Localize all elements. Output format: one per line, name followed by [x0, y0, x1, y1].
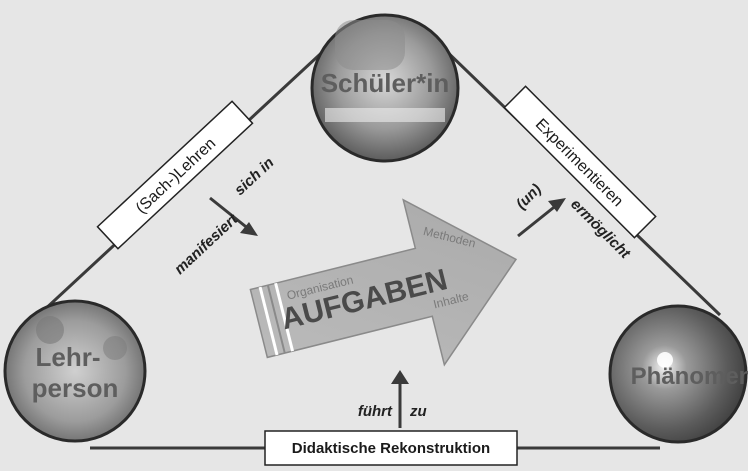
label-zu: zu [409, 403, 427, 420]
edge-box-didaktische-rekonstruktion: Didaktische Rekonstruktion [264, 430, 518, 466]
aufgaben-arrow-stripe-1 [258, 286, 279, 356]
node-phaenomen: Phänomen [608, 304, 748, 444]
arrow-right-connector [517, 198, 566, 238]
node-label-lehrperson-1: Lehr- [36, 342, 101, 372]
label-sich-in: sich in [231, 154, 277, 199]
phaenomen-photo-light [657, 352, 673, 368]
arrow-left-shaft [209, 196, 251, 232]
edge-label-didaktische-rekonstruktion: Didaktische Rekonstruktion [292, 440, 490, 457]
arrow-bottom-head-icon [391, 370, 409, 384]
edge-box-experimentieren-rect [503, 85, 657, 239]
edge-box-didaktische-rect [264, 430, 518, 466]
label-un: (un) [513, 181, 545, 213]
arrow-right-head-icon [548, 198, 566, 212]
node-label-schueler: Schüler*in [321, 68, 450, 98]
phaenomen-photo-circle [608, 304, 748, 444]
edge-label-sach-lehren: (Sach-)Lehren [133, 135, 219, 217]
aufgaben-arrow: AUFGABEN Organisation Methoden Inhalte [249, 198, 518, 367]
aufgaben-arrow-stripe-3 [274, 282, 295, 352]
node-schueler: Schüler*in [310, 13, 460, 163]
lehrperson-photo-head [36, 316, 64, 344]
edge-box-sach-lehren-rect [96, 100, 254, 250]
label-fuehrt: führt [358, 403, 393, 420]
schueler-photo-face [335, 20, 405, 70]
node-label-lehrperson-2: person [32, 373, 119, 403]
arrow-left-connector [209, 196, 258, 236]
arrow-right-shaft [517, 202, 559, 238]
aufgaben-arrow-stripe-2 [266, 284, 286, 354]
aufgaben-arrow-shape [249, 198, 518, 367]
node-lehrperson: Lehr- person [3, 299, 147, 443]
lehrperson-photo-head-2 [103, 336, 127, 360]
arrow-bottom-connector [391, 370, 409, 428]
arrow-left-head-icon [240, 222, 258, 236]
node-label-phaenomen: Phänomen [631, 363, 748, 390]
schueler-photo-desk [325, 108, 445, 122]
label-manifestiert: manifesiert [171, 210, 242, 278]
